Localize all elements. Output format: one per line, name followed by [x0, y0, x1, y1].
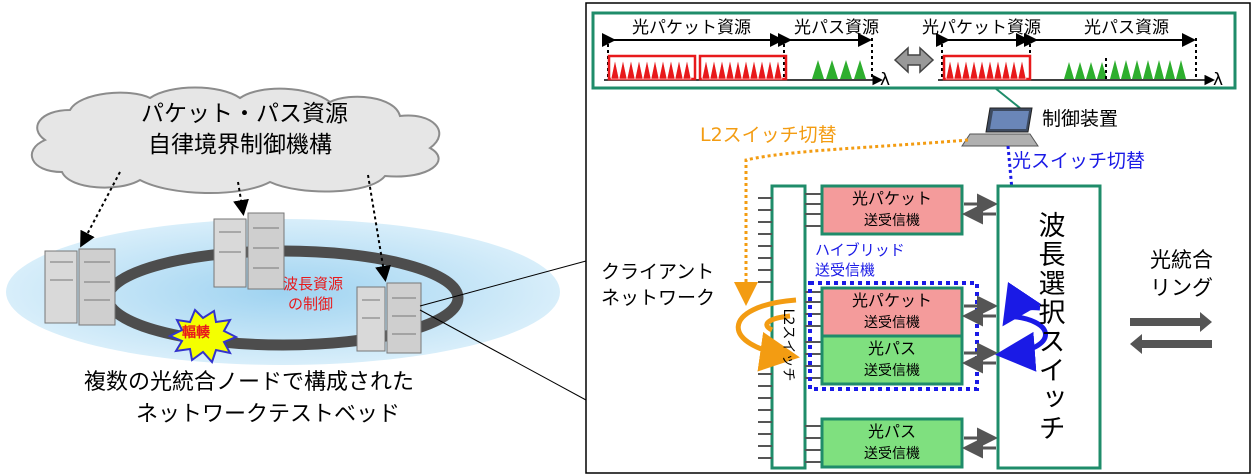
- bar-to-controller-line: [994, 87, 1021, 109]
- resource-label-right-path: 光パス資源: [1084, 18, 1169, 38]
- transceiver-wss-arrows: [962, 193, 998, 459]
- l2-switching-label: L2スイッチ切替: [700, 124, 837, 146]
- cloud-text-line1: パケット・パス資源: [141, 101, 348, 127]
- cloud-shape: [31, 86, 441, 194]
- rack-node-2: [213, 212, 285, 290]
- hybrid-label-line2: 送受信機: [815, 261, 876, 279]
- l2-switch-curve-arrow: [735, 297, 800, 372]
- caption-line2: ネットワークテストベッド: [136, 402, 401, 427]
- lambda-right: λ: [1213, 70, 1224, 90]
- cloud-arrow-1: [80, 171, 121, 248]
- lambda-left: λ: [880, 70, 891, 90]
- transceiver-label-3: 光パス 送受信機: [864, 339, 920, 379]
- path-transceiver-2: [820, 417, 964, 469]
- rack-node-1: [44, 248, 116, 326]
- cloud-text-line2: 自律境界制御機構: [148, 132, 332, 158]
- path-spikes-right: [1064, 60, 1186, 79]
- transceiver-label-4: 光パス 送受信機: [864, 422, 920, 462]
- resource-label-left-packet: 光パケット資源: [632, 18, 751, 38]
- packet-transceiver-2: [820, 286, 964, 338]
- l2-switch-label: L2スイッチ: [780, 308, 796, 382]
- packet-transceiver-1: [820, 184, 964, 236]
- client-ports: [758, 197, 772, 459]
- congestion-burst: [167, 308, 239, 364]
- resource-label-left-path: 光パス資源: [794, 18, 879, 38]
- controller-label: 制御装置: [1042, 108, 1119, 130]
- client-network-line2: ネットワーク: [601, 287, 716, 309]
- zoom-line-bottom: [419, 309, 587, 401]
- cloud-arrow-2: [233, 181, 249, 216]
- resource-label-right-packet: 光パケット資源: [922, 18, 1041, 38]
- wavelength-control-label-2: の制御: [288, 295, 334, 313]
- ring-label-line1: 光統合: [1150, 248, 1213, 272]
- l2-switch-control-line: [734, 138, 969, 306]
- client-network-line1: クライアント: [601, 261, 715, 283]
- path-spikes-left: [812, 60, 866, 79]
- right-panel-frame: [585, 2, 1251, 474]
- packet-spikes-left: [610, 59, 783, 80]
- hybrid-label-line1: ハイブリッド: [815, 241, 905, 259]
- ring-io-arrows: [1130, 312, 1212, 354]
- hybrid-transceiver-box: [808, 281, 979, 391]
- optical-switching-label: 光スイッチ切替: [1012, 150, 1146, 172]
- laptop-icon: [961, 107, 1039, 147]
- l2-internal-ports: [805, 193, 822, 463]
- l2-switch-curve-arrow-inner: [764, 313, 791, 333]
- congestion-label: 輻輳: [182, 325, 210, 341]
- caption-line1: 複数の光統合ノードで構成された: [84, 370, 415, 395]
- wss-box: [996, 184, 1102, 470]
- cloud-arrow-3: [367, 174, 391, 282]
- transceiver-label-1: 光パケット 送受信機: [851, 189, 932, 229]
- zoom-line-top: [419, 260, 587, 307]
- wss-label: 波長選択スイッチ: [1033, 211, 1065, 443]
- transceiver-label-2: 光パケット 送受信機: [851, 291, 932, 331]
- ring-label-line2: リング: [1150, 276, 1213, 300]
- rack-node-3: [356, 282, 422, 354]
- wavelength-control-label-1: 波長資源: [283, 275, 344, 293]
- packet-spikes-right: [945, 59, 1027, 80]
- optical-switch-curve-arrow-top: [1002, 281, 1042, 327]
- exchange-arrow: [893, 46, 935, 74]
